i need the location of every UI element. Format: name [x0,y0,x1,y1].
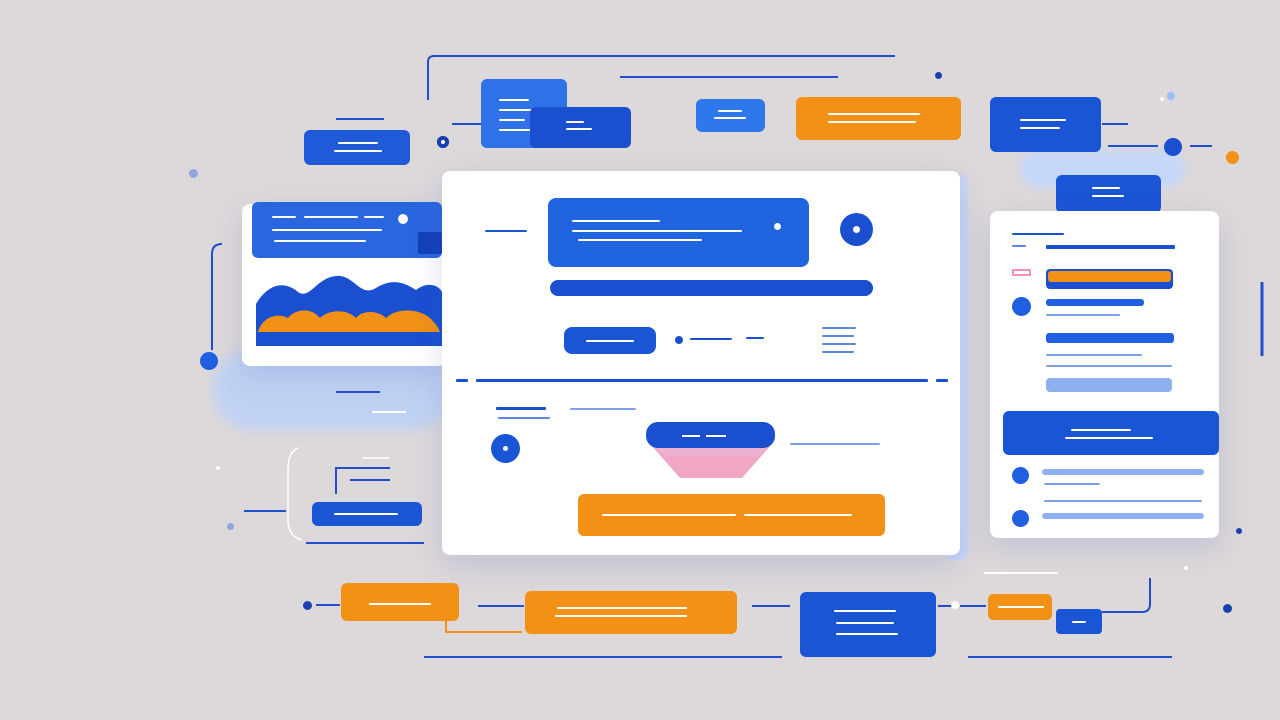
status-dot-center [503,446,508,451]
divider [456,379,468,382]
status-dot-icon [1160,97,1164,101]
status-dot-center [853,226,860,233]
status-dot-icon [935,72,942,79]
list-icon[interactable] [822,325,858,355]
status-dot-icon [951,601,959,609]
status-dot-icon [227,523,234,530]
chart-card [242,202,446,366]
status-dot-icon [1223,604,1232,613]
status-dot-icon [774,223,781,230]
status-dot-icon [1226,151,1239,164]
status-dot-icon [398,214,408,224]
orange-highlight-bar[interactable] [1046,269,1173,289]
status-dot-icon [1184,566,1188,570]
pink-tag [1012,269,1031,276]
side-panel-action[interactable] [1003,411,1219,455]
top-chip-small-left[interactable] [304,130,410,165]
primary-action-button[interactable] [578,494,885,536]
bottom-chip-orange-2[interactable] [525,591,737,634]
bottom-chip-orange-1[interactable] [341,583,459,621]
funnel-icon [646,422,776,480]
status-dot-icon[interactable] [1012,467,1029,484]
main-card [442,171,960,555]
bottom-chip-orange-3[interactable] [988,594,1052,620]
status-dot-icon[interactable] [1012,510,1029,527]
status-dot-icon [1164,138,1182,156]
top-orange-banner[interactable] [796,97,961,140]
status-dot-icon [1236,528,1242,534]
progress-bar [550,280,873,296]
status-dot-icon [189,169,198,178]
status-dot-icon [200,352,218,370]
top-chip-stacked-front[interactable] [530,107,631,148]
status-dot-icon [1167,92,1175,100]
top-chip-right-lower[interactable] [1056,175,1161,213]
bottom-chip-blue[interactable] [800,592,936,657]
left-lower-chip[interactable] [312,502,422,526]
wave-chart-icon [256,275,442,346]
side-panel [990,211,1219,538]
top-chip-right[interactable] [990,97,1101,152]
bottom-chip-small[interactable] [1056,609,1102,634]
primary-pill-button[interactable] [564,327,656,354]
status-dot-icon [303,601,312,610]
status-dot-icon[interactable] [1012,297,1031,316]
top-chip-mid[interactable] [696,99,765,132]
divider [936,379,948,382]
divider [476,379,928,382]
status-dot-icon [441,140,445,144]
main-card-header-banner[interactable] [548,198,809,267]
status-dot-icon [675,336,683,344]
status-dot-icon [216,466,220,470]
chart-card-header [252,202,442,258]
